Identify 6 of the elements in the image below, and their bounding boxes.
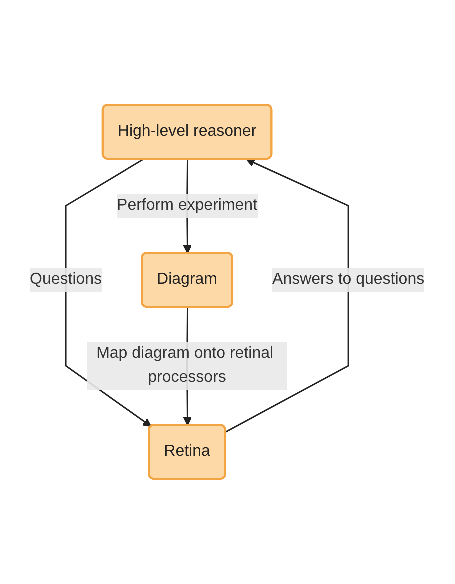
arrow: [226, 158, 350, 433]
edge-label: Answers to questions: [272, 271, 425, 288]
arrow: [65, 158, 152, 428]
edge-label: Map diagram onto retinal processors: [96, 345, 274, 386]
edge-label: Perform experiment: [117, 197, 258, 214]
edge-label: Questions: [30, 271, 102, 288]
